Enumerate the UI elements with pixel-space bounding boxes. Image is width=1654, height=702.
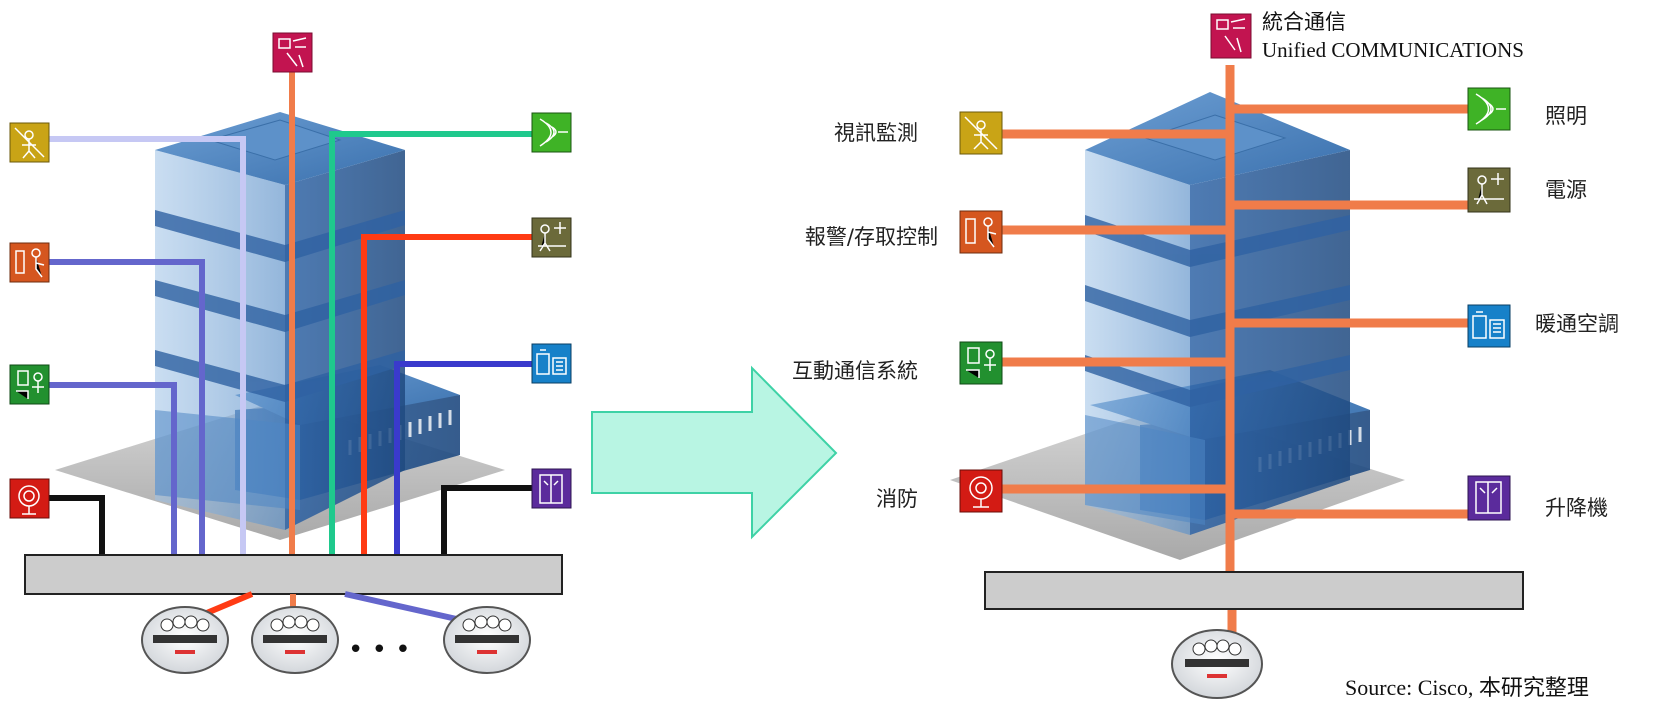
- elevator-icon: [1467, 475, 1511, 521]
- podium-front: [155, 410, 300, 510]
- fire-icon: [9, 478, 50, 519]
- left-bus-bar: [24, 554, 563, 595]
- power-icon: [531, 217, 572, 258]
- cable-video: [45, 136, 246, 555]
- alarm-access-icon: [959, 210, 1003, 254]
- label-power: 電源: [1545, 178, 1587, 202]
- cable-intercom: [45, 382, 177, 555]
- video-surveillance-icon: [959, 111, 1003, 155]
- hvac-icon: [1467, 304, 1511, 348]
- meter-ellipsis: • • •: [348, 635, 411, 665]
- source-caption: Source: Cisco, 本研究整理: [1345, 675, 1589, 700]
- label-fire: 消防: [876, 487, 918, 511]
- meter: [141, 606, 229, 674]
- lighting-icon: [1467, 87, 1511, 131]
- right-bus-bar: [984, 571, 1524, 610]
- left-building: [55, 112, 505, 540]
- cable-hvac: [394, 361, 535, 555]
- hvac-icon: [531, 343, 572, 384]
- intercom-icon: [9, 364, 50, 405]
- cable-lighting: [329, 131, 535, 555]
- left-cables: [45, 72, 535, 555]
- cable-fire: [45, 495, 105, 555]
- unified-communications-zh: 統合通信: [1262, 10, 1346, 34]
- cable-power: [361, 234, 535, 555]
- unified-communications-label: 統合通信 Unified COMMUNICATIONS: [1262, 8, 1524, 64]
- label-elevator: 升降機: [1545, 496, 1608, 520]
- unified-communications-icon: [272, 32, 313, 73]
- meter-cables: [188, 591, 471, 625]
- elevator-icon: [531, 468, 572, 509]
- unified-communications-icon: [1210, 13, 1252, 59]
- alarm-access-icon: [9, 242, 50, 283]
- video-surveillance-icon: [9, 122, 50, 163]
- label-alarm-access: 報警/存取控制: [804, 225, 938, 249]
- transition-arrow: [591, 365, 838, 540]
- lighting-icon: [531, 112, 572, 153]
- label-video-surveillance: 視訊監測: [834, 121, 918, 145]
- label-hvac: 暖通空調: [1535, 312, 1619, 336]
- cable-elevator: [441, 485, 535, 555]
- floor-slabs: [1085, 215, 1350, 407]
- cable-alarm: [45, 259, 205, 555]
- podium-front: [1085, 415, 1205, 525]
- label-intercom: 互動通信系統: [792, 359, 918, 383]
- meter: [443, 606, 531, 674]
- unified-communications-en: Unified COMMUNICATIONS: [1262, 38, 1524, 62]
- meter: [251, 606, 339, 674]
- tower-side: [285, 150, 405, 530]
- fire-icon: [959, 469, 1003, 513]
- label-lighting: 照明: [1545, 104, 1587, 128]
- power-icon: [1467, 167, 1511, 213]
- intercom-icon: [959, 341, 1003, 385]
- right-cables: [1000, 65, 1470, 633]
- meter: [1171, 629, 1263, 699]
